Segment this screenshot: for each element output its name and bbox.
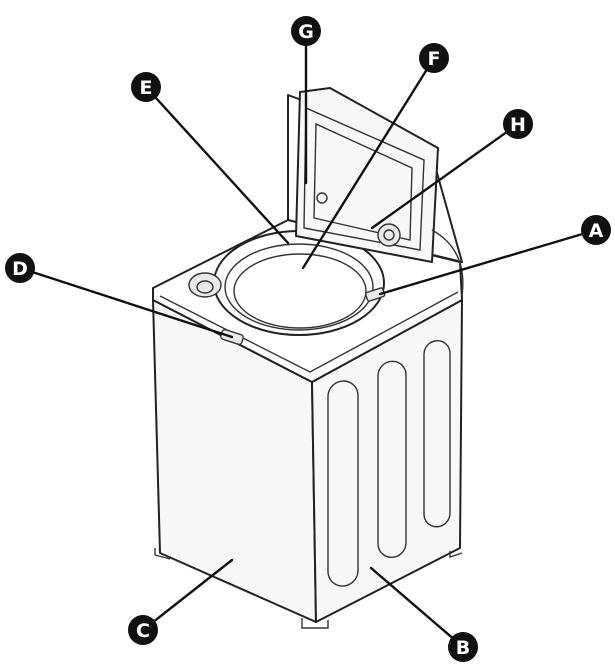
callout-e: E bbox=[131, 72, 161, 102]
callout-b: B bbox=[448, 632, 478, 662]
callout-d: D bbox=[5, 253, 35, 283]
callout-g-label: G bbox=[298, 21, 314, 43]
leader-b bbox=[369, 566, 465, 649]
lid-button bbox=[316, 192, 328, 204]
washer-tub-rim-inner bbox=[224, 243, 374, 331]
leader-h bbox=[370, 122, 520, 230]
washer-top-front-lip bbox=[159, 291, 459, 373]
callout-b-label: B bbox=[456, 637, 470, 659]
callout-e-label: E bbox=[140, 77, 153, 99]
side-panel-grooves bbox=[327, 340, 451, 587]
leader-f bbox=[301, 56, 436, 270]
callout-a-label: A bbox=[589, 220, 604, 242]
washer-back-shoulder bbox=[431, 229, 464, 297]
callout-d-label: D bbox=[12, 258, 28, 280]
callout-h: H bbox=[503, 109, 533, 139]
leader-a bbox=[378, 228, 598, 296]
leader-e bbox=[144, 85, 290, 245]
callout-c: C bbox=[128, 615, 158, 645]
callout-f-label: F bbox=[428, 48, 441, 70]
washer-foot-left bbox=[154, 548, 171, 560]
dispenser-left bbox=[188, 272, 222, 298]
callout-f: F bbox=[419, 43, 449, 73]
lid-dial bbox=[377, 223, 401, 247]
leader-c bbox=[141, 558, 234, 632]
washer-foot-front bbox=[301, 618, 329, 629]
callout-c-label: C bbox=[136, 620, 150, 642]
washer-tub-rim-inner2 bbox=[233, 253, 367, 329]
callout-h-label: H bbox=[510, 114, 526, 136]
leader-d bbox=[18, 266, 234, 339]
washer-lid bbox=[295, 87, 439, 263]
washer-foot-right bbox=[449, 551, 463, 558]
callout-a: A bbox=[581, 215, 611, 245]
washer-illustration bbox=[152, 87, 464, 629]
leader-lines bbox=[18, 43, 598, 649]
callout-badges: A B C D E F G H bbox=[5, 16, 611, 662]
callout-g: G bbox=[291, 16, 321, 46]
